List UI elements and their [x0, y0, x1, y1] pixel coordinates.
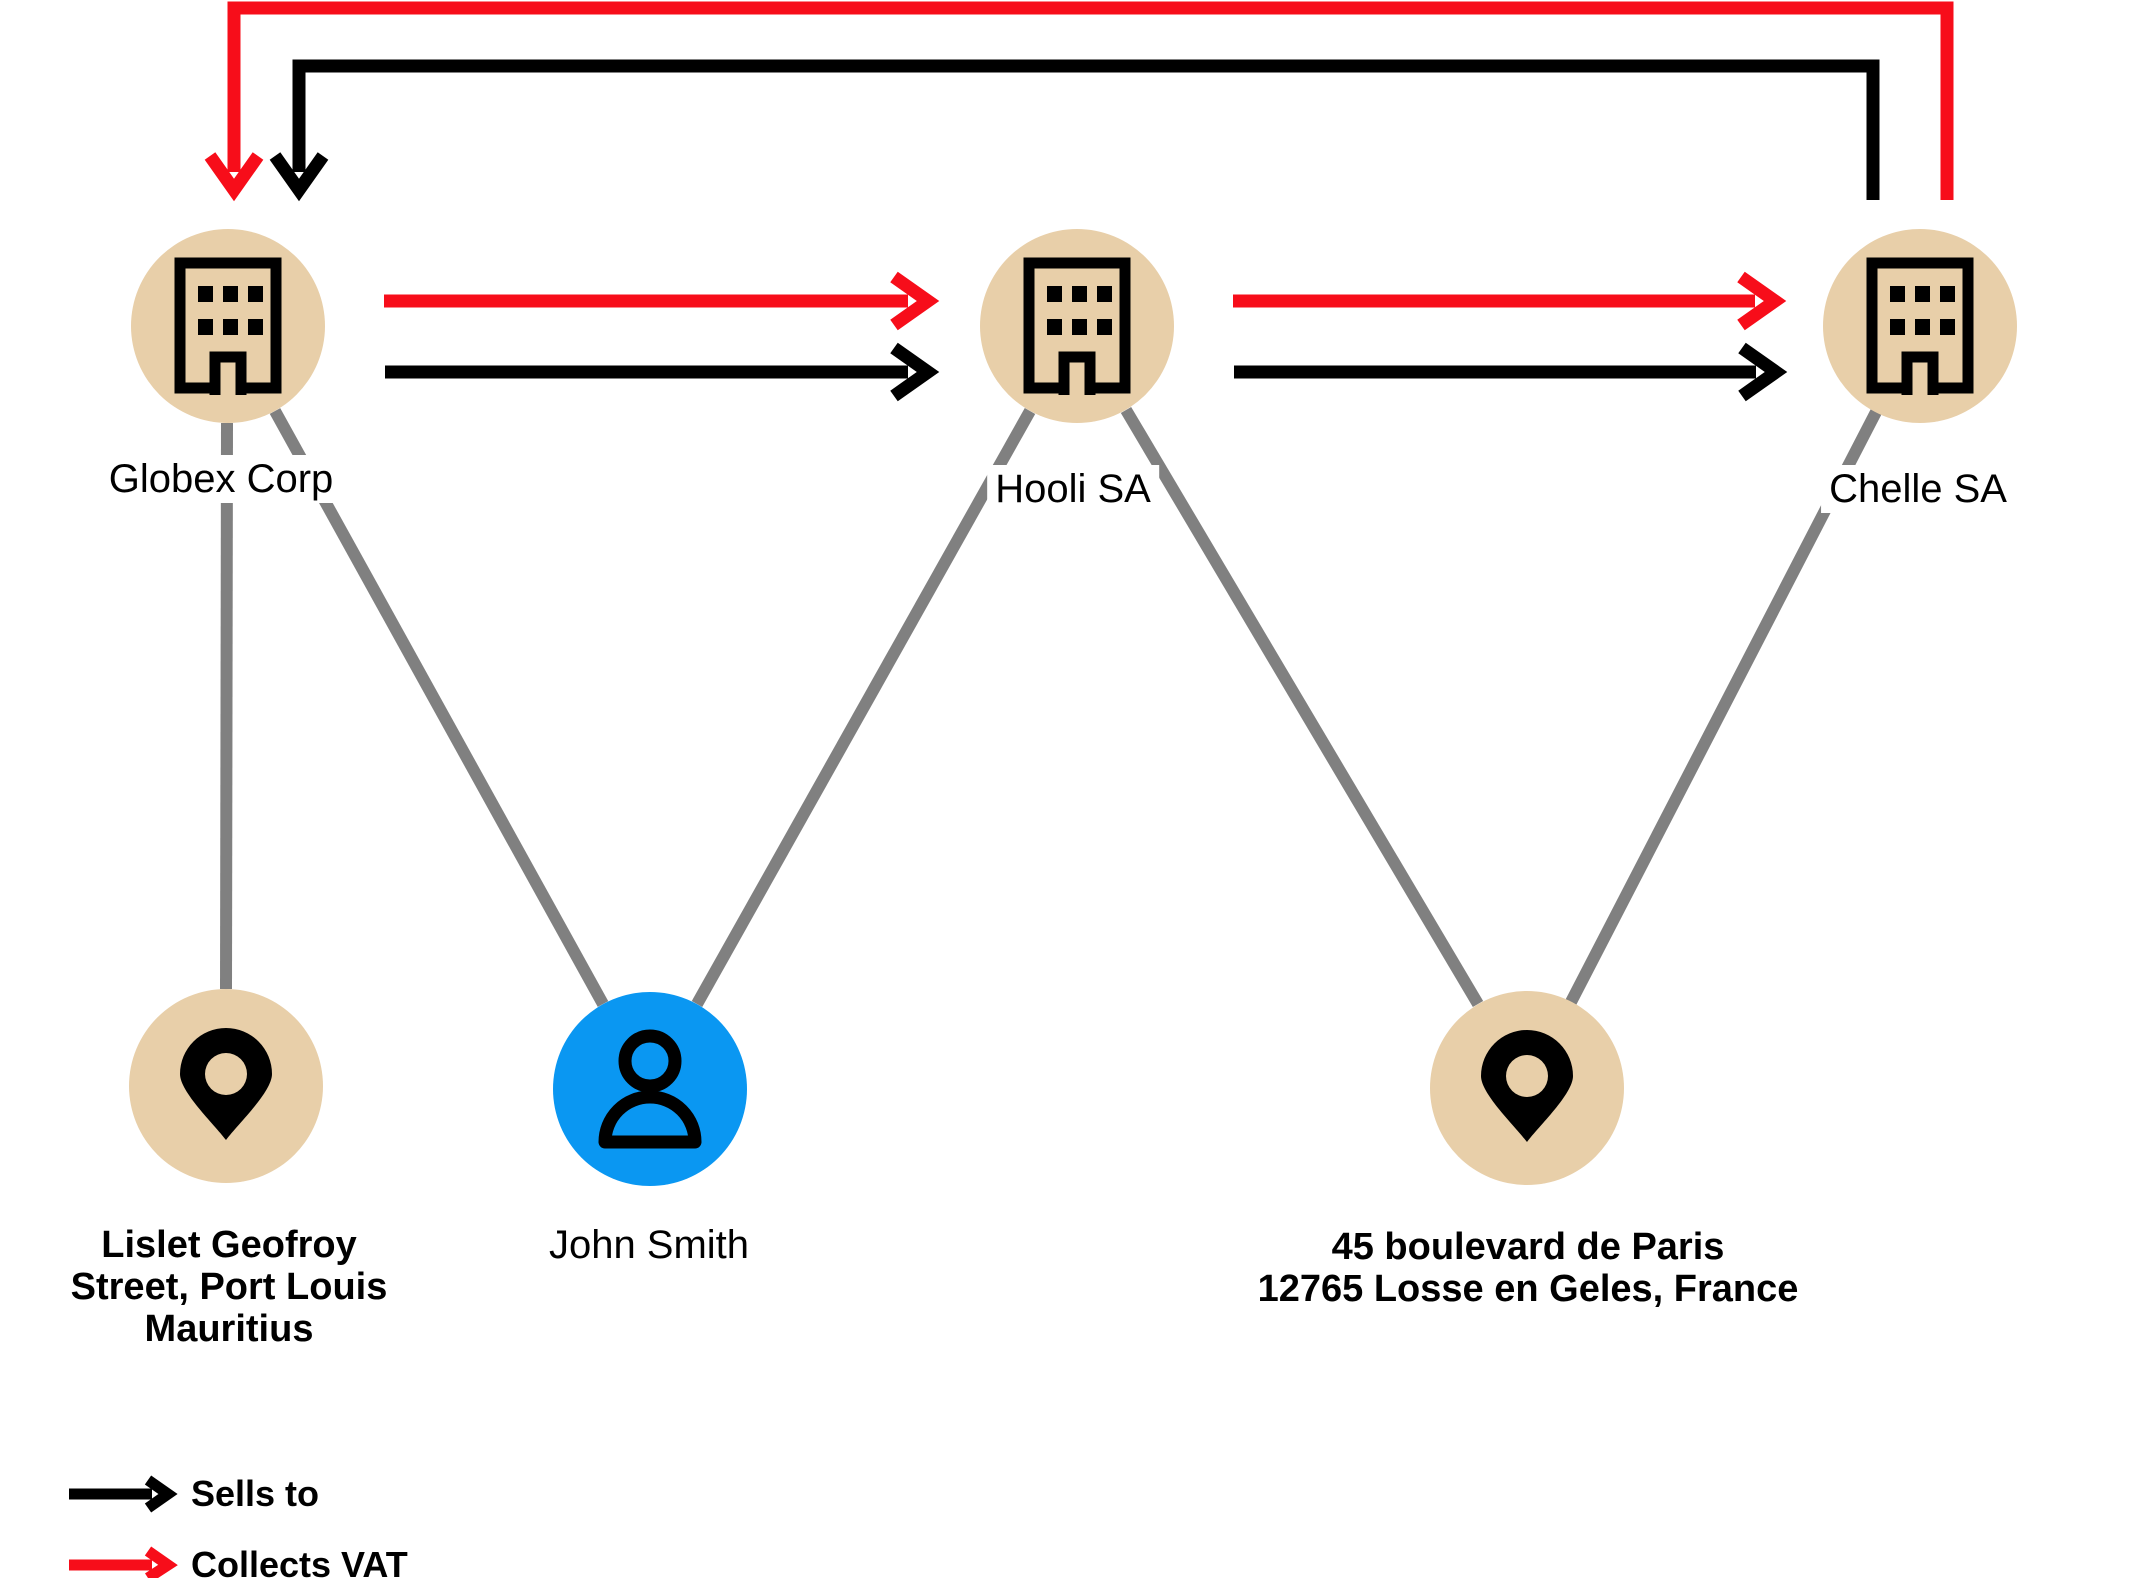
- sells-to-arrow-hooli-chelle: [1234, 342, 1788, 402]
- person-icon: [598, 1029, 702, 1149]
- person-label-john: John Smith: [540, 1221, 758, 1269]
- association-line-globex-john: [269, 408, 609, 1007]
- company-label-globex: Globex Corp: [100, 455, 342, 503]
- legend-item-collects-vat: Collects VAT: [191, 1544, 408, 1578]
- legend-item-sells-to: Sells to: [191, 1473, 320, 1514]
- address-line: Mauritius: [144, 1308, 314, 1350]
- building-icon: [174, 257, 282, 395]
- sells-to-arrow-globex-hooli: [385, 342, 940, 402]
- address-label-mauritius: Lislet Geofroy Street, Port Louis Maurit…: [70, 1224, 388, 1350]
- location-pin-icon: [180, 1028, 272, 1140]
- legend-collects-vat-arrow: [69, 1546, 178, 1578]
- company-label-chelle: Chelle SA: [1821, 465, 2015, 513]
- sells-to-arrow-chelle-globex: [269, 59, 1880, 202]
- company-node-hooli: [980, 229, 1174, 423]
- company-node-chelle: [1823, 229, 2017, 423]
- building-icon: [1866, 257, 1974, 395]
- association-line-hooli-france: [1120, 406, 1484, 1008]
- address-label-france: 45 boulevard de Paris 12765 Losse en Gel…: [1257, 1226, 1799, 1310]
- collects-vat-arrow-chelle-globex: [204, 1, 1954, 202]
- building-icon: [1023, 257, 1131, 395]
- company-label-hooli: Hooli SA: [987, 465, 1159, 513]
- address-node-france: [1430, 991, 1624, 1185]
- location-pin-icon: [1481, 1030, 1573, 1142]
- legend-sells-to-arrow: [69, 1475, 178, 1513]
- company-node-globex: [131, 229, 325, 423]
- collects-vat-arrow-hooli-chelle: [1233, 271, 1787, 331]
- person-node-john: [553, 992, 747, 1186]
- association-line-hooli-john: [691, 408, 1036, 1007]
- association-line-globex-mauritius: [220, 422, 233, 990]
- address-line: Lislet Geofroy: [101, 1224, 357, 1266]
- address-node-mauritius: [129, 989, 323, 1183]
- address-line: 12765 Losse en Geles, France: [1257, 1268, 1799, 1310]
- address-line: Street, Port Louis: [70, 1266, 388, 1308]
- address-line: 45 boulevard de Paris: [1331, 1226, 1725, 1268]
- collects-vat-arrow-globex-hooli: [384, 271, 940, 331]
